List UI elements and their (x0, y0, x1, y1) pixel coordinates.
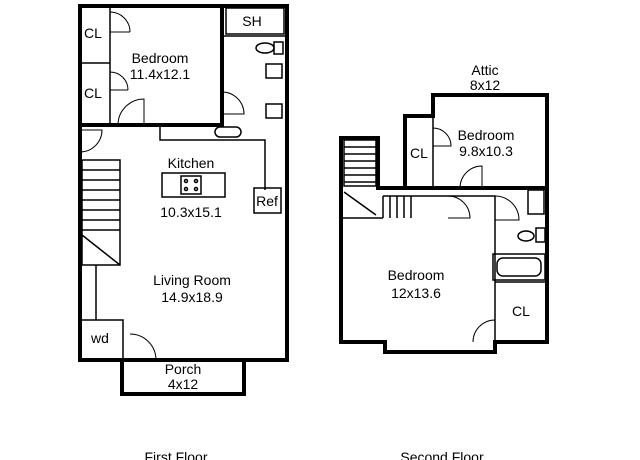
refrigerator (253, 187, 282, 214)
cooktop-icon (180, 175, 202, 195)
toilet-icon (255, 42, 275, 54)
kitchen-sink (214, 126, 242, 138)
kitchen-dims: 10.3x15.1 (160, 204, 222, 220)
kitchen-island (161, 172, 226, 198)
porch-outline (120, 358, 246, 396)
porch-door-icon (129, 333, 157, 361)
bathroom-door-icon (494, 195, 520, 221)
shower-icon (225, 7, 285, 35)
tub-icon (492, 253, 546, 281)
closet-a-label: CL (410, 145, 428, 161)
bedroom-label: Bedroom (132, 50, 189, 66)
second-floor-stairs (343, 139, 377, 187)
first-floor-caption: First Floor (145, 449, 208, 460)
first-floor-stairs (81, 159, 121, 266)
sink-icon-1 (265, 63, 283, 79)
wd-label: wd (90, 330, 109, 346)
second-floor-plan (339, 93, 549, 354)
wd-closet-wall (80, 319, 124, 360)
closet-b-door-icon (472, 319, 496, 343)
closet-door-icon (109, 71, 129, 91)
closet-door-icon (109, 11, 131, 33)
toilet-icon (517, 230, 535, 242)
bedroom-dims: 11.4x12.1 (130, 66, 191, 82)
bedroom-b-dims: 12x13.6 (391, 285, 441, 301)
closet-label-bottom: CL (84, 85, 102, 101)
closet-label-top: CL (84, 25, 102, 41)
bedroom-a-label: Bedroom (458, 127, 515, 143)
kitchen-label: Kitchen (168, 155, 215, 171)
bedroom-door-icon (117, 98, 145, 126)
bathroom-door-icon (221, 91, 245, 115)
attic-dims: 8x12 (470, 77, 501, 93)
closet-b-label: CL (512, 303, 530, 319)
porch-dims: 4x12 (168, 376, 199, 392)
ref-label: Ref (256, 193, 278, 209)
porch-label: Porch (165, 361, 202, 377)
sink-icon (527, 189, 545, 215)
hall-door-icon (447, 195, 471, 219)
bedroom-a-door-icon (459, 165, 483, 189)
bedroom-a-dims: 9.8x10.3 (459, 143, 513, 159)
kitchen-counter (159, 125, 266, 190)
bedroom-b-label: Bedroom (388, 267, 445, 283)
sink-icon-2 (265, 103, 283, 119)
first-floor-plan (78, 4, 289, 396)
second-floor-outline (339, 93, 549, 354)
second-floor-caption: Second Floor (400, 449, 484, 460)
living-room-label: Living Room (153, 272, 231, 288)
attic-label: Attic (471, 62, 498, 78)
sh-label: SH (242, 13, 261, 29)
living-room-dims: 14.9x18.9 (161, 289, 223, 305)
entry-door-icon (79, 129, 103, 153)
closet-a-door-icon (432, 127, 452, 147)
